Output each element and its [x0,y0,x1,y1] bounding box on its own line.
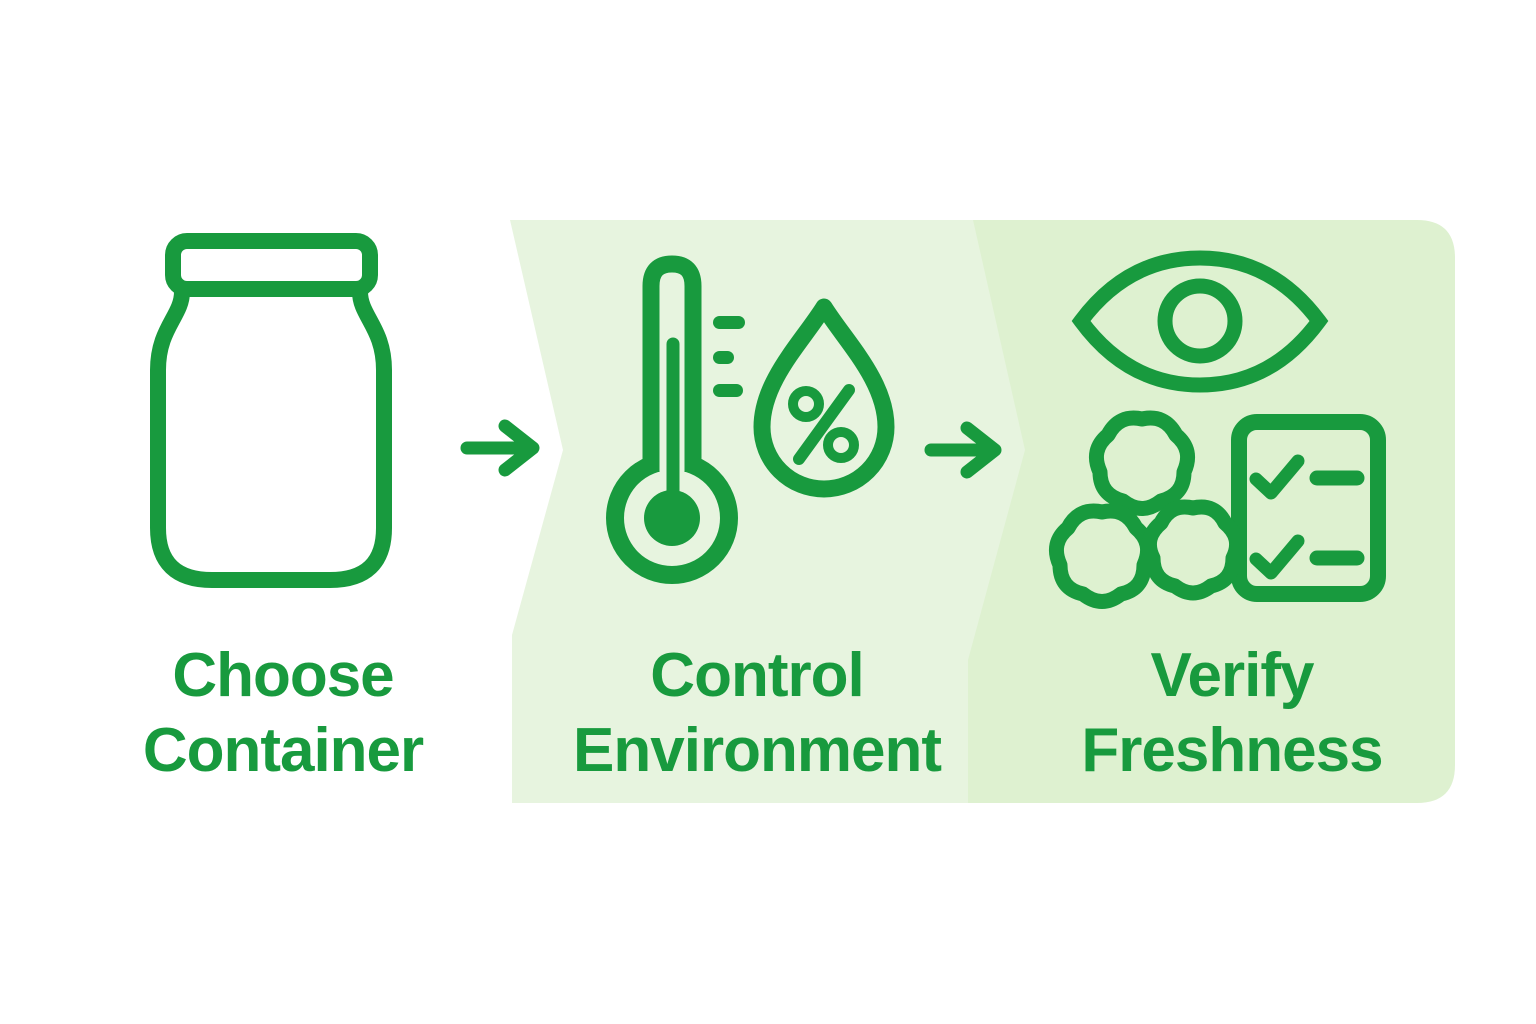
step-label-verify-freshness: Verify Freshness [1002,638,1462,788]
checkmark-icon [1249,534,1305,580]
arrow-right-icon [460,419,540,477]
percent-symbol [788,386,824,422]
step-label-line: Control [650,641,864,710]
produce-icon [1048,410,1196,609]
thermometer-icon [606,255,745,584]
humidity-drop-icon [753,298,895,498]
arrow-right-icon [924,421,1002,479]
step-label-line: Freshness [1081,716,1383,785]
eye-icon [1071,250,1329,393]
panel-control-environment [510,220,1025,803]
step-label-line: Choose [172,641,394,710]
step-label-choose-container: Choose Container [53,638,513,788]
produce-icon-front [1141,499,1245,601]
step-label-line: Container [142,716,424,785]
step-label-line: Environment [573,716,942,785]
jar-icon [150,233,392,588]
checkmark-icon [1249,454,1305,500]
checklist-icon [1231,414,1386,602]
step-label-line: Verify [1150,641,1315,710]
step-label-control-environment: Control Environment [527,638,987,788]
